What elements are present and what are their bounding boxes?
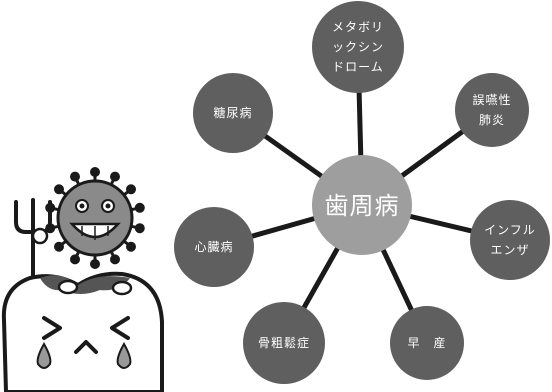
node-label-metabolic-0: メタボリ xyxy=(332,20,384,34)
node-diabetes: 糖尿病 xyxy=(193,73,273,153)
connector-metabolic xyxy=(356,88,364,160)
tooth-mouth xyxy=(74,340,98,354)
tooth-germ-illustration xyxy=(1,167,164,392)
tooth-eye-right xyxy=(110,316,130,340)
node-label-diabetes-0: 糖尿病 xyxy=(213,105,252,120)
germ-spike-tip xyxy=(70,171,80,182)
center-node: 歯周病 xyxy=(312,155,412,255)
node-label-osteoporosis-0: 骨粗鬆症 xyxy=(258,335,310,350)
node-label-metabolic-2: ドローム xyxy=(332,60,384,74)
germ-spike-tip xyxy=(54,241,64,252)
germ-spike-tip xyxy=(70,254,80,265)
connector-osteoporosis xyxy=(300,244,341,312)
germ-spike-tip xyxy=(45,223,56,234)
node-label-pneumonia-0: 誤嚥性 xyxy=(472,92,511,107)
node-circle-metabolic xyxy=(312,1,404,93)
center-circle xyxy=(312,155,412,255)
node-label-heart-disease-0: 心臓病 xyxy=(194,239,233,254)
node-label-metabolic-1: ックシン xyxy=(332,40,384,54)
connector-influenza xyxy=(406,213,476,234)
germ-spike-tip xyxy=(90,259,100,269)
tooth-eye-left xyxy=(42,316,62,340)
node-circle-diabetes xyxy=(193,73,273,153)
germ-spike-tip xyxy=(134,223,145,234)
node-osteoporosis: 骨粗鬆症 xyxy=(243,302,325,384)
tear-left xyxy=(36,341,52,369)
node-label-influenza-1: エンザ xyxy=(490,243,529,257)
germ-spike-tip xyxy=(134,202,145,213)
node-circle-osteoporosis xyxy=(243,302,325,384)
center-label: 歯周病 xyxy=(325,192,400,220)
germ-spike-tip xyxy=(54,184,64,195)
germ-spike-tip xyxy=(126,241,136,252)
node-circle-influenza xyxy=(470,200,550,280)
germ-spike-tip xyxy=(45,202,56,213)
connector-heart-disease xyxy=(248,215,319,240)
connector-diabetes xyxy=(261,132,326,180)
connector-lines xyxy=(248,88,476,314)
node-heart-disease: 心臓病 xyxy=(174,207,254,287)
node-label-influenza-0: インフル xyxy=(484,223,536,237)
node-circle-premature xyxy=(390,306,464,380)
connector-pneumonia xyxy=(398,128,467,180)
connector-premature xyxy=(380,245,415,314)
node-label-premature-0: 早 産 xyxy=(407,335,446,350)
germ-spike-tip xyxy=(110,171,120,182)
node-premature: 早 産 xyxy=(390,306,464,380)
germ-spike-tip xyxy=(90,167,100,177)
germ-icon xyxy=(31,167,145,269)
node-label-pneumonia-1: 肺炎 xyxy=(479,113,505,127)
germ-spike-tip xyxy=(110,254,120,265)
tooth-icon xyxy=(1,271,164,392)
tear-right xyxy=(116,341,132,369)
node-circle-heart-disease xyxy=(174,207,254,287)
node-circle-pneumonia xyxy=(455,73,529,147)
germ-spike-tip xyxy=(126,184,136,195)
